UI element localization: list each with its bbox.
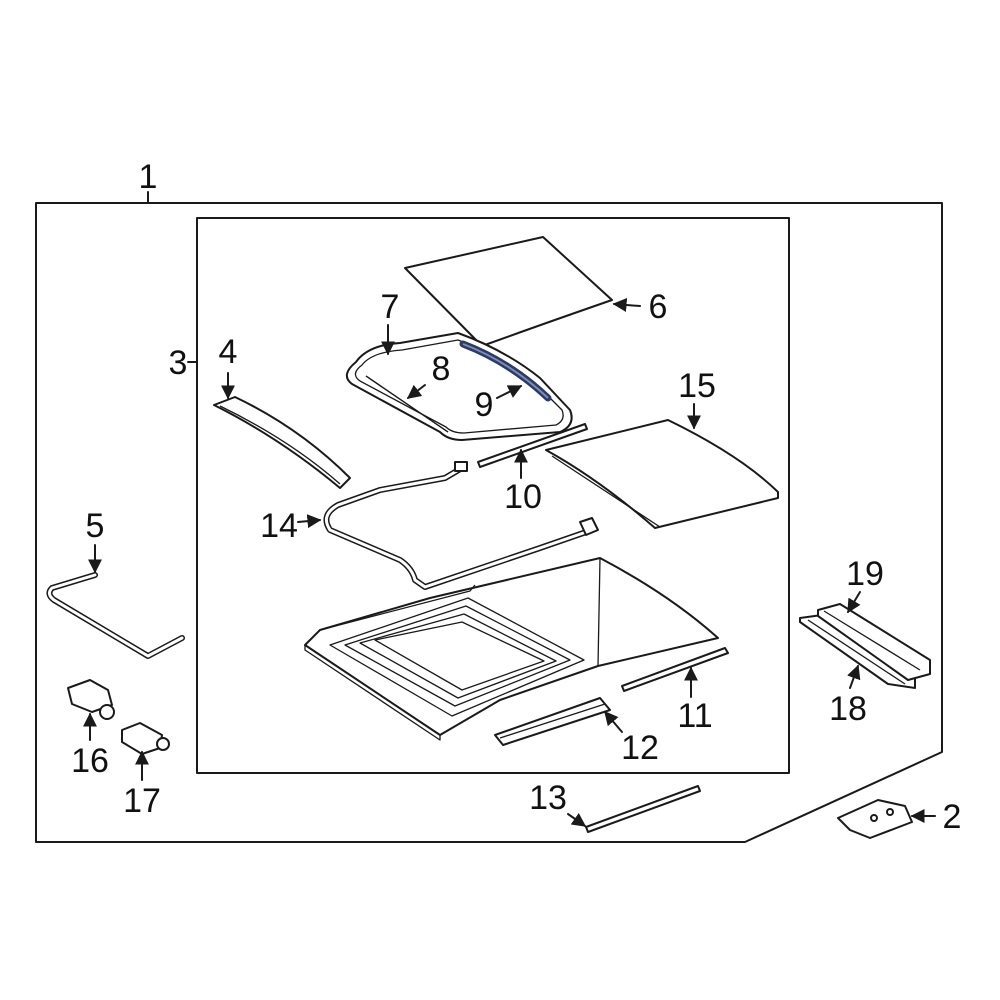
callout-14: 14	[260, 507, 298, 545]
leader-14	[297, 514, 322, 529]
part-19-rail-cover[interactable]	[817, 603, 931, 681]
part-12-bracket[interactable]	[494, 697, 611, 746]
callout-8: 8	[432, 350, 451, 388]
part-7-glass-frame[interactable]	[345, 332, 573, 441]
callout-12: 12	[621, 729, 659, 767]
part-13-strip[interactable]	[585, 785, 701, 833]
callout-15: 15	[678, 367, 716, 405]
callout-1: 1	[139, 158, 158, 196]
callout-7: 7	[381, 288, 400, 326]
leader-8	[406, 384, 426, 399]
leader-9	[496, 385, 523, 399]
part-9-highlighted-seal[interactable]	[459, 340, 552, 402]
callout-4: 4	[219, 333, 238, 371]
outer-assembly-frame	[35, 202, 943, 843]
part-17-module[interactable]	[121, 722, 170, 755]
callout-18: 18	[829, 690, 867, 728]
part-8-seal-strip[interactable]	[365, 375, 449, 433]
inner-assembly-frame	[196, 217, 790, 774]
part-2-bracket[interactable]	[837, 799, 913, 839]
part-11-side-strip[interactable]	[621, 647, 729, 692]
part-10-rear-seal[interactable]	[477, 423, 588, 468]
part-16-motor[interactable]	[67, 679, 115, 720]
part-15-rear-glass-panel[interactable]	[545, 419, 779, 529]
callout-5: 5	[86, 507, 105, 545]
part-6-glass-panel[interactable]	[404, 236, 613, 347]
callout-6: 6	[649, 288, 668, 326]
callout-9: 9	[475, 386, 494, 424]
callout-3: 3	[169, 344, 188, 382]
leader-6	[612, 297, 641, 312]
leader-18	[847, 664, 861, 689]
roof-main-frame[interactable]	[304, 557, 719, 741]
callout-13: 13	[529, 779, 567, 817]
leader-12	[604, 710, 623, 733]
callout-11: 11	[677, 697, 712, 735]
callout-16: 16	[71, 742, 109, 780]
part-4-wind-deflector[interactable]	[213, 396, 351, 489]
callout-17: 17	[123, 782, 161, 820]
callout-10: 10	[504, 478, 542, 516]
leader-19	[847, 591, 861, 614]
part-14-drain-frame[interactable]	[323, 461, 599, 590]
part-5-cable[interactable]	[46, 572, 185, 659]
callout-2: 2	[943, 798, 962, 836]
callout-19: 19	[846, 555, 884, 593]
leader-13	[567, 813, 587, 827]
